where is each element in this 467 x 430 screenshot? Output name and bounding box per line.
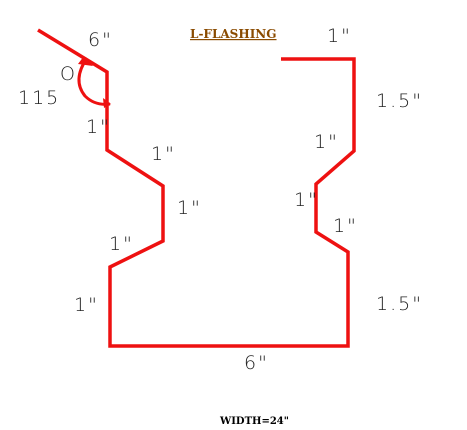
angle-label: 115 <box>18 87 60 109</box>
dim-left-vertical-mid: 1" <box>177 197 202 219</box>
dim-top-right: 1" <box>327 25 352 47</box>
arrow-head-lower <box>103 98 111 108</box>
dim-right-upper: 1.5" <box>376 90 423 112</box>
width-note: WIDTH=24" <box>219 416 289 427</box>
hem-label: O <box>60 63 77 85</box>
dim-bottom: 6" <box>244 352 269 374</box>
dim-left-vertical-top: 1" <box>86 116 111 138</box>
dim-right-bevel-mid: 1" <box>294 189 319 211</box>
angle-arc <box>77 57 111 106</box>
dim-left-lower: 1" <box>74 294 99 316</box>
diagram-title: L-FLASHING <box>190 27 277 41</box>
dim-left-bevel-top: 1" <box>151 143 176 165</box>
dim-right-bevel-low: 1" <box>333 215 358 237</box>
dim-left-bevel-low: 1" <box>109 233 134 255</box>
arrow-head <box>78 56 93 66</box>
dim-right-lower: 1.5" <box>376 293 423 315</box>
dim-top-left: 6" <box>88 29 113 51</box>
left-profile-line <box>37 28 356 348</box>
dim-right-bevel-top: 1" <box>314 131 339 153</box>
